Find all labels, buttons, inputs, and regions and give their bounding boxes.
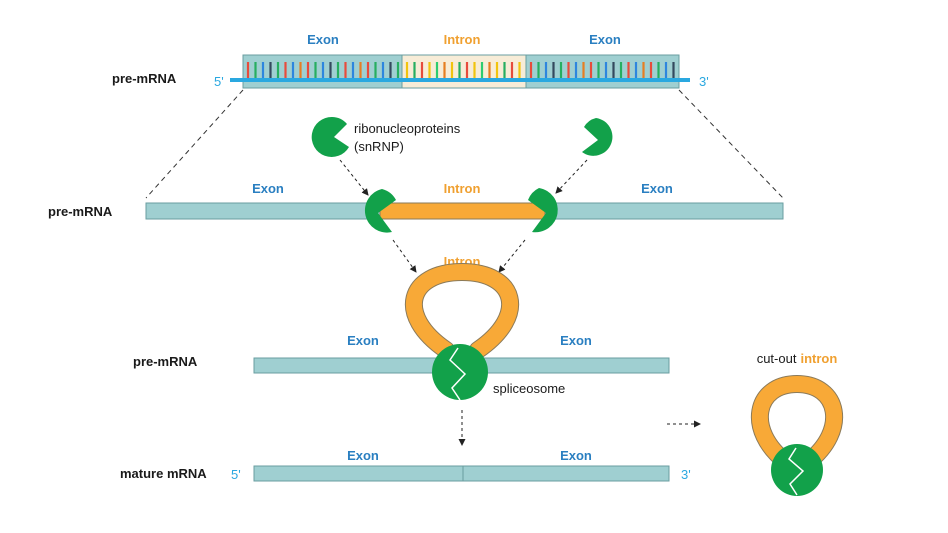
snrnp-label-line2: (snRNP)	[354, 139, 404, 154]
stage1-pre-mrna-strand	[230, 54, 690, 89]
cutout-lariat	[750, 374, 844, 471]
snrnp-label-line1: ribonucleoproteins	[354, 121, 461, 136]
stage1-five-prime: 5'	[214, 74, 224, 89]
cutout-lariat-fill	[751, 375, 843, 470]
spliceosome-label: spliceosome	[493, 381, 565, 396]
stage2-exon-right-block	[539, 202, 784, 220]
stage4-exon-left-label: Exon	[347, 448, 379, 463]
stage3-row-label: pre-mRNA	[133, 354, 198, 369]
snrnp-shape	[364, 189, 396, 233]
spliceosome-body	[432, 344, 488, 400]
cutout-label-intron: intron	[800, 351, 837, 366]
lariat-fill	[406, 263, 518, 358]
stage4-row-label: mature mRNA	[120, 466, 207, 481]
stage4-three-prime: 3'	[681, 467, 691, 482]
snrnp-shape	[582, 118, 613, 156]
stage2-intron-label: Intron	[444, 181, 481, 196]
snrnp-bound-right	[528, 188, 558, 233]
stage1-intron-block	[401, 54, 527, 89]
stage1-exon-left-label: Exon	[307, 32, 339, 47]
stage2-exon-right-label: Exon	[641, 181, 673, 196]
arrow-snrnp-left-bind	[339, 159, 369, 196]
stage1-intron-label: Intron	[444, 32, 481, 47]
snrnp-free-left	[311, 116, 349, 157]
stage1-nucleotide-bars	[246, 62, 675, 79]
stage4-exon-right-block	[462, 465, 670, 482]
stage2-row-label: pre-mRNA	[48, 204, 113, 219]
intron-lariat	[405, 262, 519, 359]
stage2-exon-left-label: Exon	[252, 181, 284, 196]
snrnp-shape	[311, 116, 349, 157]
arrow-to-spliceosome-left	[392, 239, 417, 273]
stage2-intron-block	[379, 202, 546, 220]
stage1-row-label: pre-mRNA	[112, 71, 177, 86]
arrow-snrnp-right-bind	[555, 159, 588, 194]
stage4-exon-right-label: Exon	[560, 448, 592, 463]
snrnp-bound-left	[364, 189, 396, 233]
spliceosome	[432, 344, 488, 401]
cutout-spliceosome	[771, 444, 823, 496]
stage4-five-prime: 5'	[231, 467, 241, 482]
stage2-exon-left-block	[145, 202, 387, 220]
zoom-line-right	[678, 89, 784, 199]
cutout-label-prefix: cut-out	[757, 351, 797, 366]
stage1-exon-right-label: Exon	[589, 32, 621, 47]
stage1-three-prime: 3'	[699, 74, 709, 89]
snrnp-free-right	[582, 118, 613, 156]
cutout-spliceosome-seam	[788, 447, 805, 496]
stage1-exon-right-block	[525, 54, 680, 89]
snrnp-shape	[528, 188, 558, 233]
stage4-exon-left-block	[253, 465, 464, 482]
cutout-spliceosome-body	[771, 444, 823, 496]
arrow-to-spliceosome-right	[498, 239, 526, 273]
spliceosome-seam	[449, 347, 467, 401]
zoom-line-left	[145, 89, 244, 199]
stage3-exon-left-label: Exon	[347, 333, 379, 348]
stage3-exon-right-label: Exon	[560, 333, 592, 348]
